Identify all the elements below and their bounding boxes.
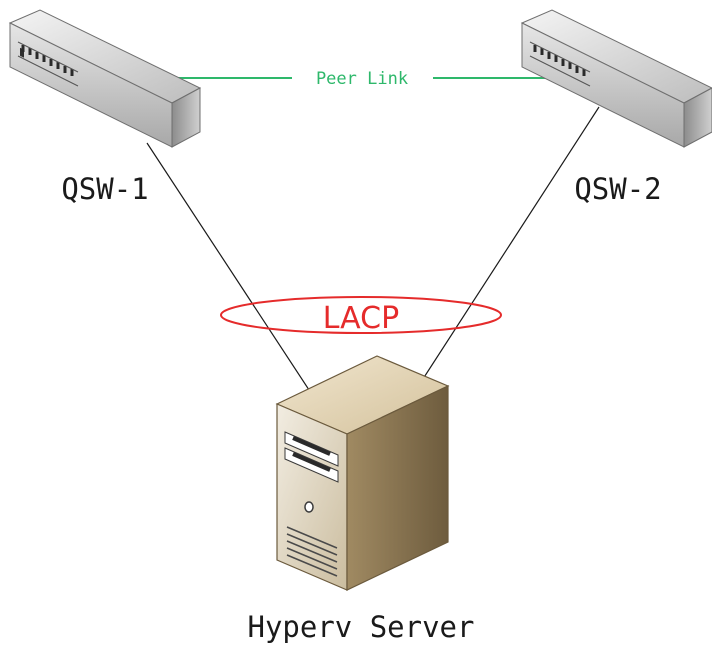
- switch-label-qsw2: QSW-2: [574, 172, 661, 206]
- switch-icon-qsw1: [8, 9, 202, 148]
- peer-link: Peer Link: [170, 69, 556, 89]
- uplink-qsw1: [146, 142, 314, 397]
- lacp-group: LACP: [220, 296, 502, 336]
- server-label: Hyperv Server: [248, 610, 475, 644]
- server-icon: [275, 355, 450, 591]
- switch-label-qsw1: QSW-1: [61, 172, 148, 206]
- lacp-ellipse: [220, 296, 502, 334]
- switch-icon-qsw2: [520, 9, 712, 148]
- peer-link-label: Peer Link: [316, 69, 408, 89]
- uplink-qsw2: [420, 106, 600, 383]
- lacp-label: LACP: [323, 301, 399, 336]
